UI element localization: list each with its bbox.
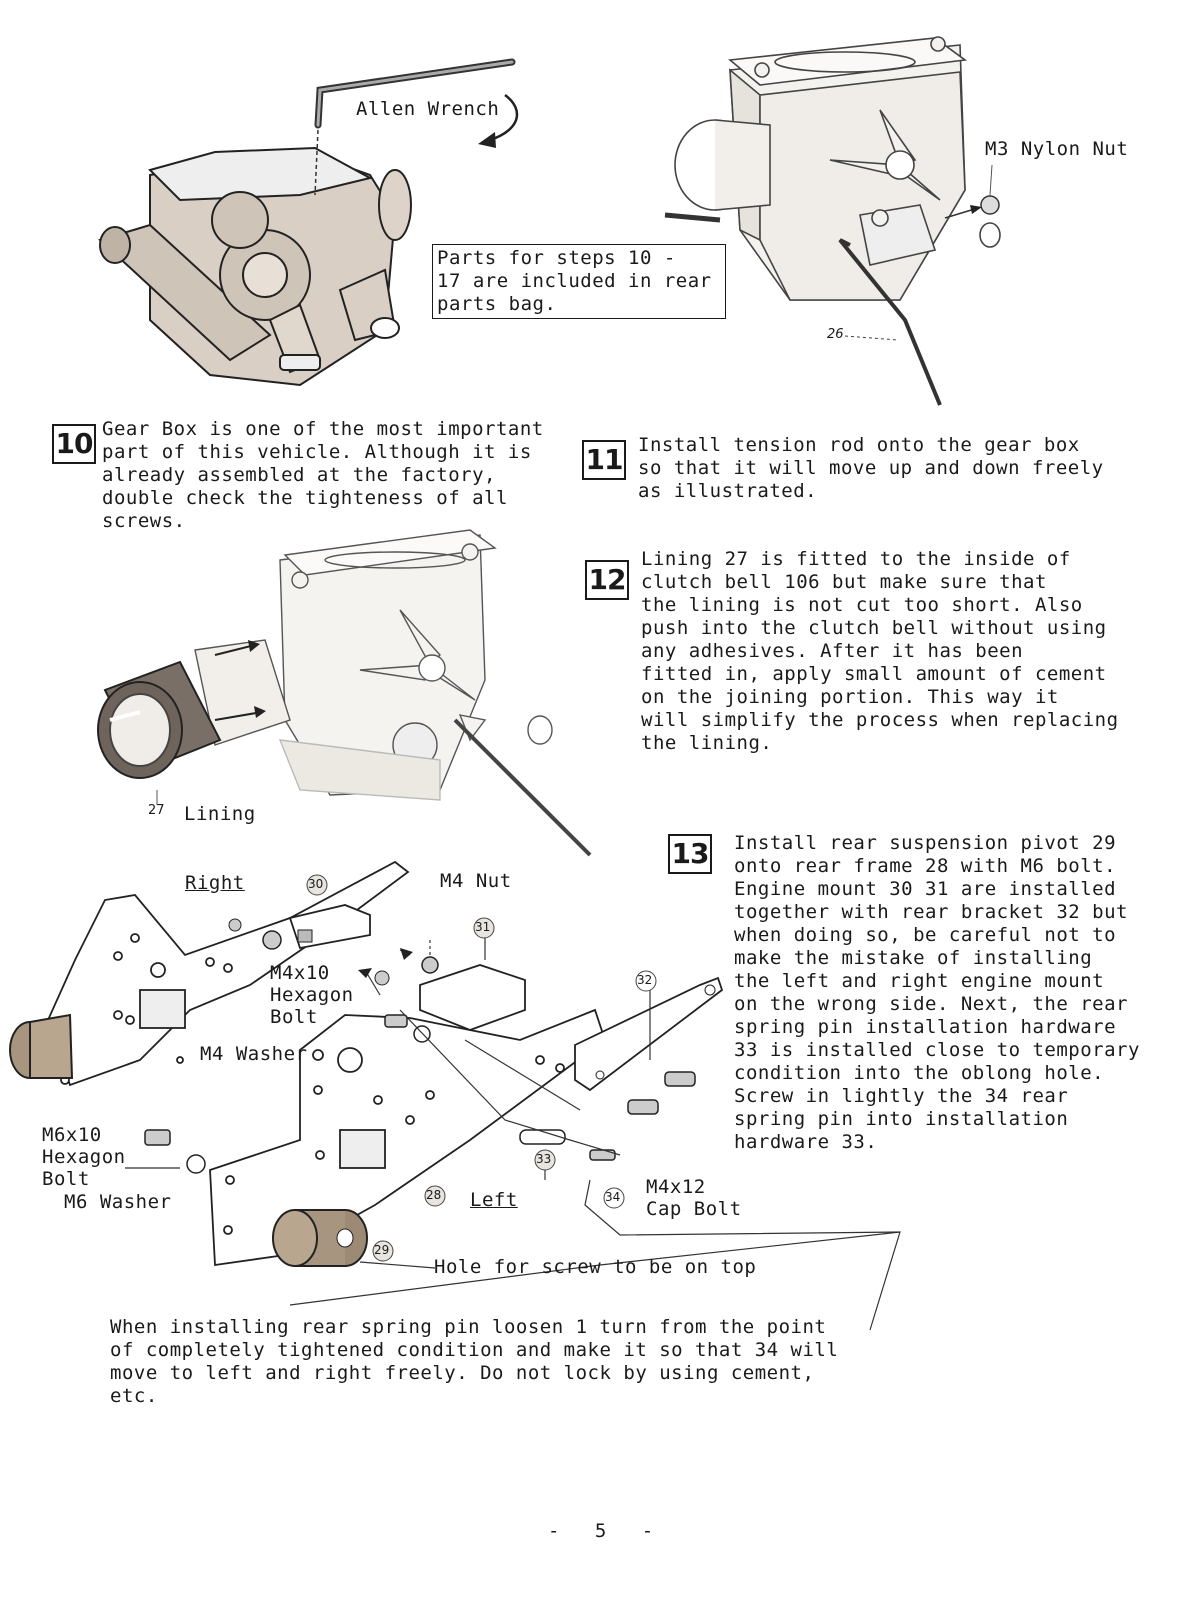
step-11-number: 11 (582, 440, 626, 480)
part-number-34: 34 (605, 1190, 621, 1204)
m4x12-cap-bolt-label: M4x12 Cap Bolt (646, 1176, 742, 1220)
lining-label: Lining (184, 803, 256, 825)
allen-wrench-label: Allen Wrench (356, 98, 500, 120)
part-number-26: 26 (827, 327, 844, 342)
step-12-number: 12 (585, 560, 629, 600)
left-label: Left (470, 1189, 518, 1211)
m6-washer-label: M6 Washer (64, 1191, 172, 1213)
rear-spring-pin-note: When installing rear spring pin loosen 1… (110, 1316, 839, 1407)
m4-nut-label: M4 Nut (440, 870, 512, 892)
m3-nylon-nut-label: M3 Nylon Nut (985, 138, 1129, 160)
step-10-number: 10 (52, 424, 96, 464)
page-number: - 5 - (548, 1520, 666, 1542)
part-number-29: 29 (374, 1243, 390, 1257)
part-number-32: 32 (637, 973, 653, 987)
step-11-text: Install tension rod onto the gear box so… (638, 434, 1104, 502)
m4x10-hex-bolt-label: M4x10 Hexagon Bolt (270, 962, 354, 1028)
part-number-31: 31 (475, 920, 491, 934)
right-label: Right (185, 872, 245, 894)
parts-bag-note: Parts for steps 10 - 17 are included in … (432, 244, 726, 319)
step-13-text: Install rear suspension pivot 29 onto re… (734, 832, 1140, 1153)
part-number-33: 33 (536, 1152, 552, 1166)
step-13-number: 13 (668, 834, 712, 874)
step-12-text: Lining 27 is fitted to the inside of clu… (641, 548, 1119, 754)
step-10-text: Gear Box is one of the most important pa… (102, 418, 544, 532)
hole-note-label: Hole for screw to be on top (434, 1256, 757, 1278)
m4-washer-label: M4 Washer (200, 1043, 308, 1065)
part-number-30: 30 (308, 877, 324, 891)
m6x10-hex-bolt-label: M6x10 Hexagon Bolt (42, 1124, 126, 1190)
part-number-27: 27 (148, 803, 165, 818)
part-number-28: 28 (426, 1188, 442, 1202)
